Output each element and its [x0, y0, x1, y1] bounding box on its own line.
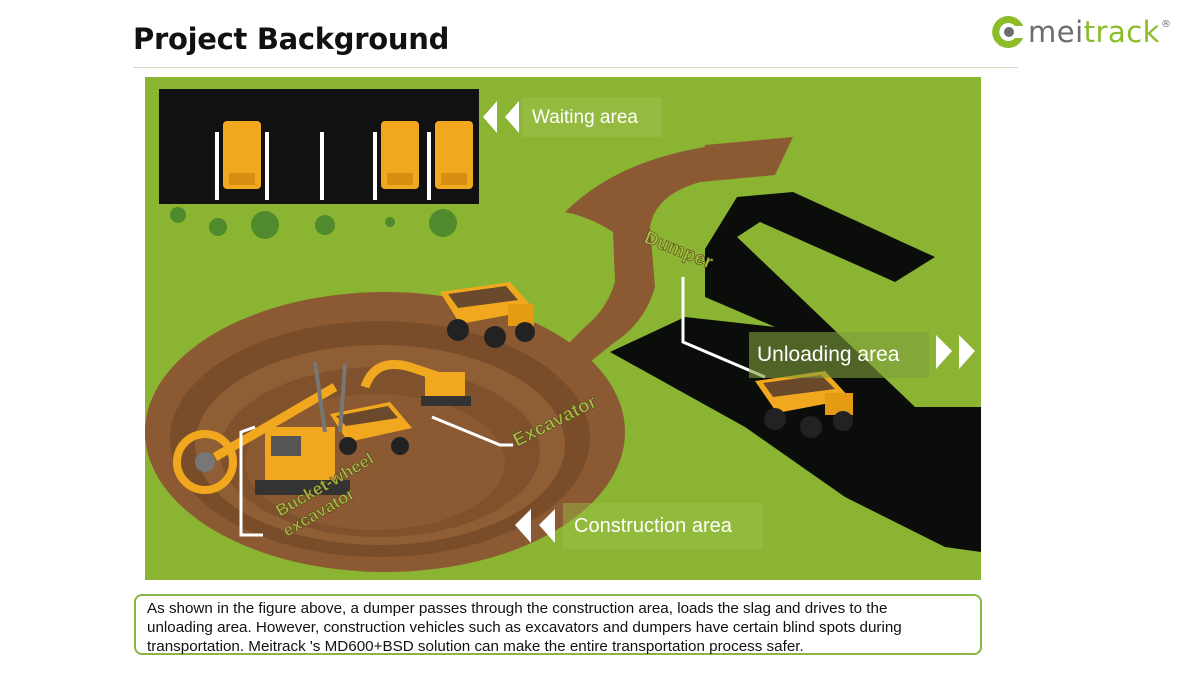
mining-site-diagram: Dumper Excavator Bucket-wheel excavator …: [145, 77, 981, 580]
parked-truck: [435, 121, 473, 189]
unloading-area-label: Unloading area: [749, 332, 975, 378]
logo-text-accent: track: [1083, 15, 1160, 49]
dirt-road-link: [700, 137, 793, 182]
meitrack-logo: meitrack®: [990, 12, 1171, 52]
dumper-truck: [440, 282, 535, 348]
excavator: [360, 360, 471, 406]
parking-lot: [159, 89, 479, 204]
caption-box: As shown in the figure above, a dumper p…: [134, 594, 982, 655]
bucket-wheel-excavator: [173, 361, 350, 495]
double-chevron-left-icon: [515, 509, 531, 543]
logo-mark-icon: [992, 15, 1023, 48]
parking-lines: [215, 132, 431, 200]
dumper-truck: [330, 402, 412, 455]
svg-text:Construction area: Construction area: [574, 515, 733, 537]
shrubs: [170, 207, 457, 239]
dirt-road: [560, 145, 770, 362]
parked-truck: [381, 121, 419, 189]
caption-line: transportation. Meitrack 's MD600+BSD so…: [147, 638, 804, 655]
construction-area-label: Construction area: [515, 503, 763, 549]
registered-mark: ®: [1160, 19, 1172, 30]
label-pointer-lines: [239, 277, 766, 537]
parked-truck: [223, 121, 261, 189]
svg-text:Waiting area: Waiting area: [532, 107, 638, 128]
caption-line: unloading area. However, construction ve…: [147, 619, 902, 636]
svg-text:Unloading area: Unloading area: [757, 343, 900, 366]
caption-line: As shown in the figure above, a dumper p…: [147, 600, 888, 617]
logo-text-start: mei: [1028, 15, 1084, 49]
double-chevron-right-icon: [936, 335, 952, 369]
waiting-area-label: Waiting area: [483, 97, 662, 137]
logo-wordmark: meitrack®: [1028, 15, 1171, 49]
dumper-truck: [755, 371, 853, 438]
title-divider: [133, 67, 1018, 68]
double-chevron-left-icon: [483, 101, 497, 133]
mining-site-illustration: Dumper Excavator Bucket-wheel excavator …: [145, 77, 981, 580]
page-title: Project Background: [133, 22, 450, 56]
